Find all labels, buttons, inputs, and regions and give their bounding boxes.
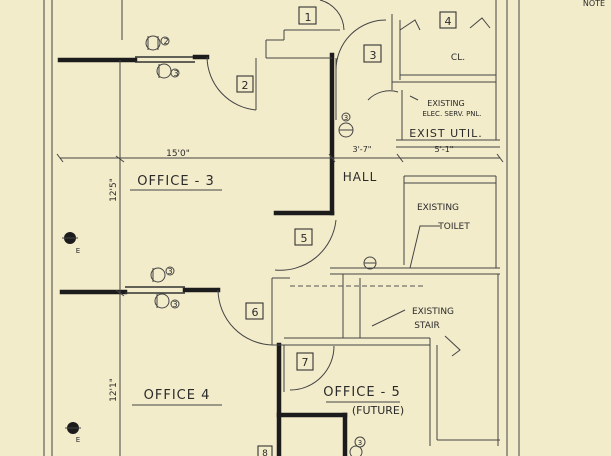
door-tag-6 <box>245 302 264 320</box>
note-existing-elec-panel: ELEC. SERV. PNL. <box>422 110 481 118</box>
door-tag-5 <box>294 228 313 246</box>
outlet-icon <box>62 232 81 434</box>
room-label-office-4: OFFICE 4 <box>144 388 211 403</box>
door-tag-2 <box>236 75 254 93</box>
door-tag-1 <box>298 6 317 25</box>
door-tag-label: 6 <box>252 306 259 319</box>
room-note-future: (FUTURE) <box>352 404 404 417</box>
note-existing-elec: EXISTING <box>427 99 464 108</box>
door-tag-label: 7 <box>302 356 309 369</box>
light-fixture-icon <box>145 35 180 79</box>
door-tag-label: 8 <box>262 449 268 456</box>
door-tags <box>236 6 457 456</box>
door-swings <box>206 0 399 391</box>
dimension-office-3-width: 15'0" <box>166 149 190 159</box>
room-label-office-3: OFFICE - 3 <box>137 174 215 189</box>
door-tag-7 <box>296 352 314 371</box>
fixture-tag: 2 <box>163 37 168 46</box>
outer-walls <box>43 0 520 456</box>
dimension-lines <box>56 60 504 456</box>
note-stair: STAIR <box>414 321 440 331</box>
fixture-tag: 3 <box>344 114 348 122</box>
fixtures <box>62 35 377 456</box>
room-label-exist-util: EXIST UTIL. <box>409 127 483 140</box>
door-tag-label: 2 <box>242 79 249 92</box>
note-existing-stair: EXISTING <box>412 307 454 317</box>
door-tag-8 <box>257 445 273 456</box>
door-tag-label: 1 <box>305 11 312 24</box>
room-label-office-5: OFFICE - 5 <box>323 385 401 400</box>
note-existing-toilet: EXISTING <box>417 203 459 213</box>
fixture-tag: 3 <box>167 267 172 276</box>
utility-block <box>284 0 500 446</box>
labels: 1 2 3 4 5 6 7 8 2 3 3 3 3 3 E E OFFICE -… <box>76 0 605 456</box>
dimension-office-3-depth: 12'5" <box>109 178 119 202</box>
light-fixture-icon <box>150 266 180 309</box>
room-label-hall: HALL <box>343 170 378 184</box>
corner-note: NOTE <box>583 0 605 8</box>
light-fixture-icon <box>338 112 354 138</box>
partition-walls <box>57 29 348 456</box>
note-toilet: TOILET <box>437 222 470 232</box>
fixture-tag: 3 <box>358 439 362 447</box>
leaders <box>371 95 461 357</box>
dimension-office-4-depth: 12'1" <box>109 378 119 402</box>
dimension-hall-width: 3'-7" <box>353 145 372 154</box>
door-tag-label: 4 <box>445 15 452 28</box>
light-fixture-icon <box>349 256 377 456</box>
outlet-tag: E <box>76 247 80 255</box>
fixture-tag: 3 <box>173 69 178 78</box>
door-tag-4 <box>439 11 457 29</box>
door-tag-label: 5 <box>301 232 308 245</box>
room-label-closet: CL. <box>451 53 465 63</box>
door-tag-label: 3 <box>370 49 377 62</box>
dimension-util-width: 5'-1" <box>435 145 454 154</box>
outlet-tag: E <box>76 436 80 444</box>
door-tag-3 <box>363 44 382 63</box>
fixture-tag: 3 <box>172 300 177 309</box>
